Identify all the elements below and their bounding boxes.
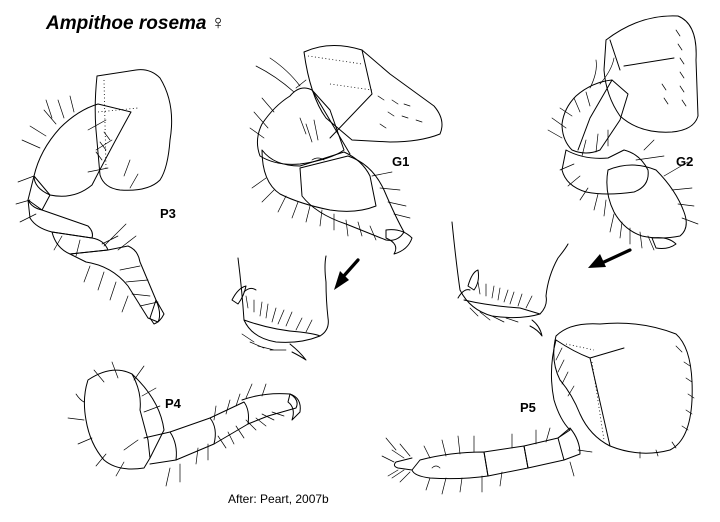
p3-propodus [69,245,161,323]
pereopod-5-drawing [381,322,695,495]
p5-coxa [553,322,693,454]
label-g1: G1 [392,154,409,169]
g1-propodus [299,155,405,241]
female-symbol: ♀ [210,12,226,34]
gnathopod-2-drawing [547,15,699,251]
g2-coxa [603,15,699,133]
g2-carpus [561,149,649,195]
p5-propodus [411,451,489,480]
gnathopod-1-drawing [249,45,443,255]
g1-basis [256,87,345,165]
species-name: Ampithoe rosema [46,13,207,34]
figure-title: Ampithoe rosema♀ [46,12,225,35]
g2-dactylus [651,237,677,249]
arrow-g2 [588,248,632,268]
p5-carpus [483,445,529,477]
label-p4: P4 [165,396,181,411]
p4-coxa [83,369,151,470]
gnathopod-2-palm-detail [451,221,569,337]
label-p3: P3 [160,206,176,221]
p3-coxa [94,69,173,191]
gnathopod-1-palm-detail [231,255,329,361]
label-g2: G2 [676,154,693,169]
figure-credit: After: Peart, 2007b [228,492,329,506]
p3-basis [33,103,132,197]
p3-dactylus [149,299,165,325]
g1-dactylus [385,229,413,255]
arrow-g1 [334,258,360,290]
p3-merus [27,199,93,239]
g2-propodus [606,164,687,239]
p5-dactylus [393,457,413,471]
p5-merus [523,437,565,469]
g1-carpus [261,149,377,212]
g1-coxa [303,45,443,143]
p5-ischium [557,427,581,461]
p5-basis [550,339,571,439]
pereopod-3-drawing [15,69,173,325]
g2-basis [561,79,629,154]
label-p5: P5 [520,400,536,415]
pereopod-4-drawing [67,361,301,487]
p4-basis [131,373,165,459]
p4-dactylus [287,393,301,421]
